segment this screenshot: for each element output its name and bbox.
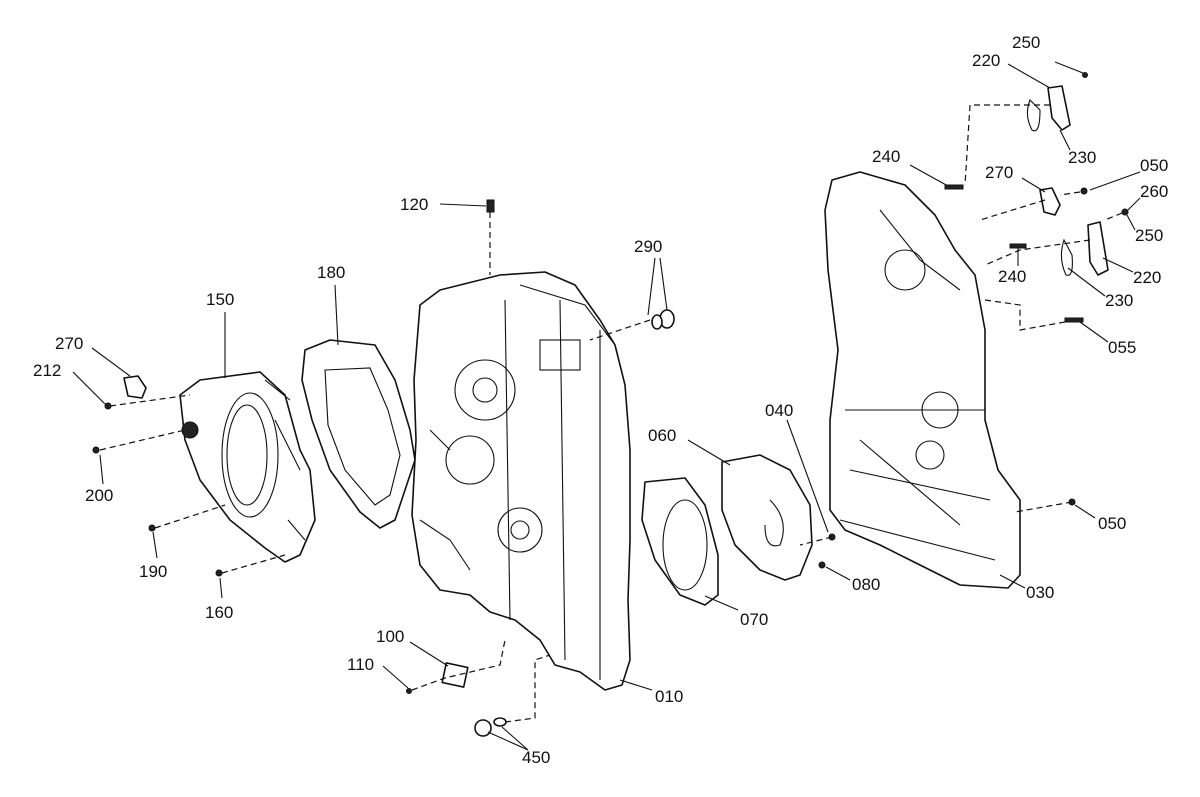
plate-part [641, 477, 719, 606]
leader-lines [72, 61, 1141, 751]
callout-220-right: 220 [1133, 268, 1161, 287]
shroud-part [721, 454, 813, 581]
callout-100: 100 [376, 627, 404, 646]
callout-250-top: 250 [1012, 33, 1040, 52]
callout-060: 060 [648, 426, 676, 445]
callout-110: 110 [347, 655, 374, 674]
callout-450: 450 [522, 748, 550, 767]
callout-212: 212 [33, 361, 61, 380]
callout-160: 160 [205, 603, 233, 622]
callout-120: 120 [400, 195, 428, 214]
callout-070: 070 [740, 610, 768, 629]
callout-240-top: 240 [872, 147, 900, 166]
callout-050-top: 050 [1140, 156, 1168, 175]
callout-030: 030 [1026, 583, 1054, 602]
callout-240-right: 240 [998, 267, 1026, 286]
callout-200: 200 [85, 486, 113, 505]
small-parts [92, 72, 1129, 737]
callout-050-bottom: 050 [1098, 514, 1126, 533]
callout-230-right: 230 [1105, 291, 1133, 310]
callout-080: 080 [852, 575, 880, 594]
gasket-part [301, 339, 416, 529]
callout-250-right: 250 [1135, 226, 1163, 245]
callout-180: 180 [317, 263, 345, 282]
cover-part [179, 371, 316, 563]
callout-labels: 250 220 230 240 270 050 260 250 220 240 … [33, 33, 1168, 767]
callout-260: 260 [1140, 182, 1168, 201]
callout-040: 040 [765, 401, 793, 420]
callout-270-right: 270 [985, 163, 1013, 182]
assembly-lines [99, 104, 1123, 723]
callout-150: 150 [206, 290, 234, 309]
callout-055: 055 [1108, 338, 1136, 357]
callout-230-top: 230 [1068, 148, 1096, 167]
callout-190: 190 [139, 562, 167, 581]
callout-220-top: 220 [972, 51, 1000, 70]
callout-010: 010 [655, 687, 683, 706]
callout-290: 290 [634, 237, 662, 256]
main-housing-part [411, 271, 631, 691]
callout-270-left: 270 [55, 334, 83, 353]
rear-housing-part [824, 171, 1021, 589]
